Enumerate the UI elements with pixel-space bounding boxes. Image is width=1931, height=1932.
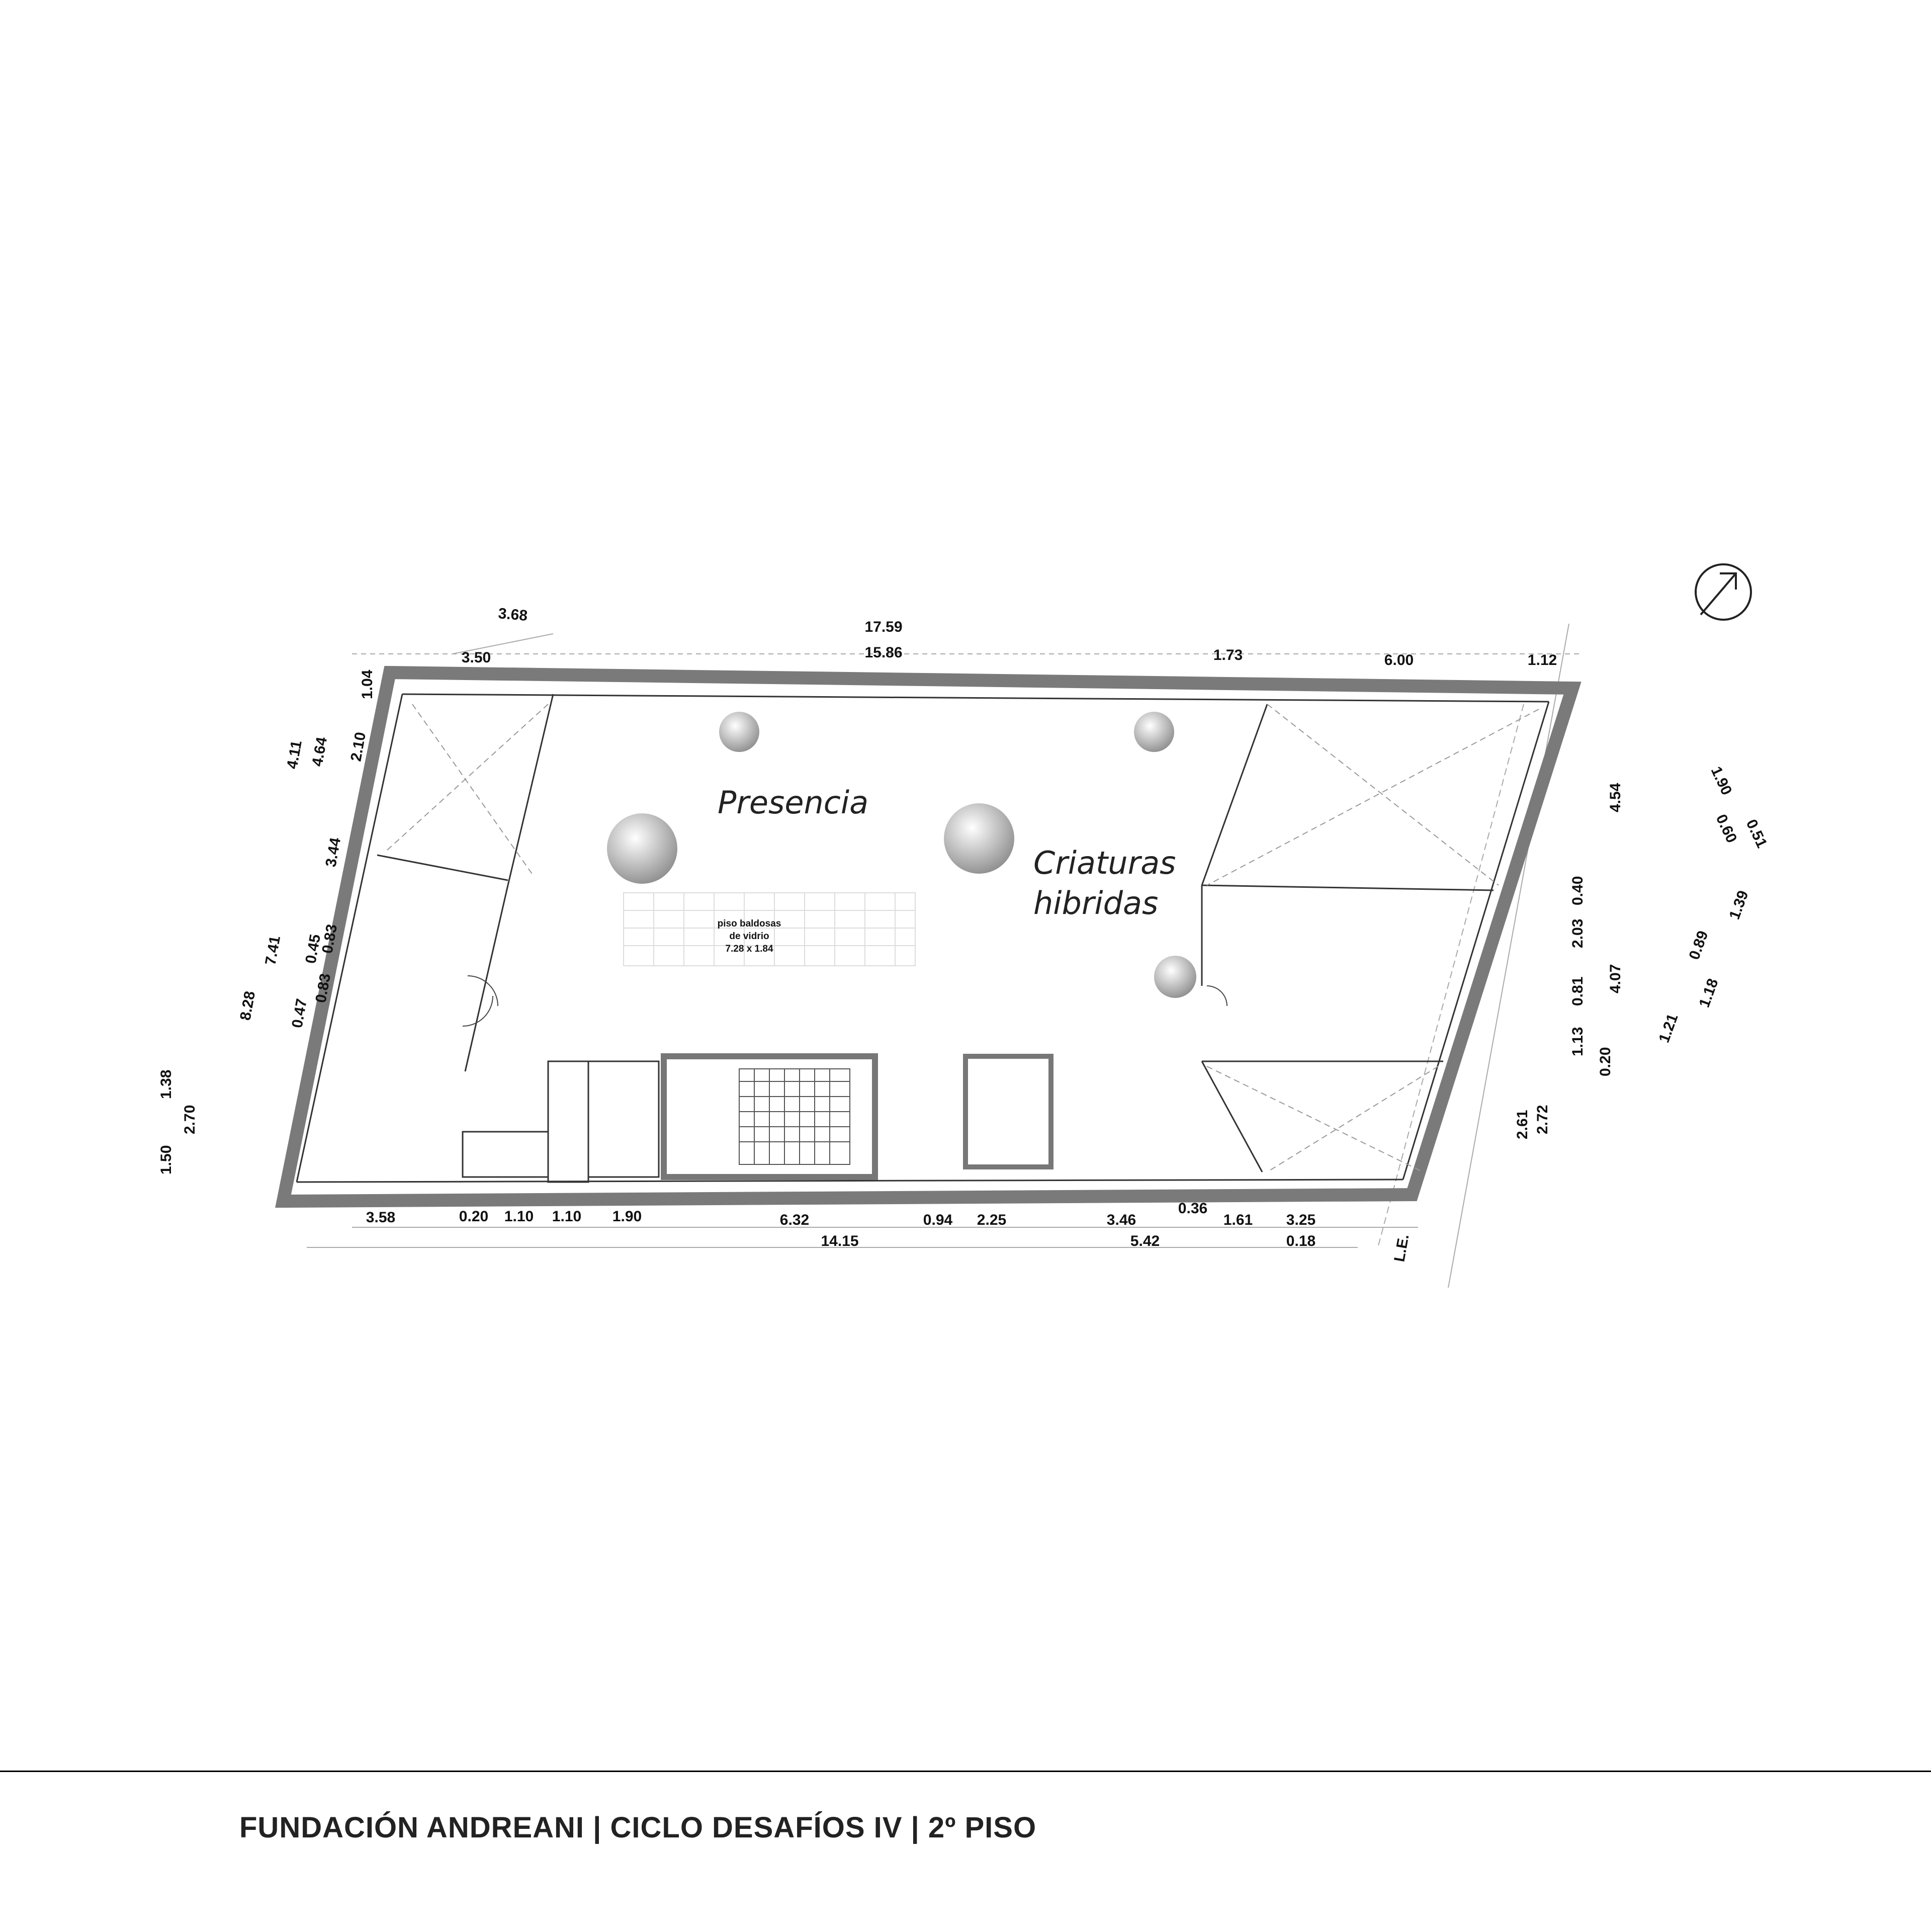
floor-note-line3: 7.28 x 1.84 (725, 944, 773, 954)
dim-right-3: 2.03 (1569, 919, 1586, 948)
dim-left-4: 4.11 (284, 739, 305, 771)
dim-right-7: 0.20 (1597, 1047, 1614, 1076)
room-label-criaturas-line2: hibridas (1033, 885, 1158, 921)
dim-bottom-11: 1.61 (1223, 1212, 1253, 1228)
dimensions-bottom: 3.58 0.20 1.10 1.10 1.90 6.32 0.94 2.25 … (366, 1200, 1315, 1249)
columns (607, 712, 1196, 998)
floor-note-line2: de vidrio (729, 931, 769, 942)
dim-far-right-4: 1.39 (1726, 888, 1752, 921)
dim-far-right-5: 0.89 (1686, 929, 1712, 962)
dim-bottom-7: 0.94 (923, 1212, 953, 1228)
dim-bottom-8: 2.25 (977, 1212, 1006, 1228)
void-markers (387, 704, 1539, 1172)
dim-top-3: 3.50 (462, 649, 491, 666)
dimensions-right: 4.54 0.40 2.03 4.07 1.13 0.81 0.20 2.61 … (1514, 783, 1624, 1139)
dim-top-4: 15.86 (864, 644, 902, 661)
column-1 (719, 712, 759, 752)
dimensions-top: 3.68 17.59 3.50 15.86 1.73 6.00 1.12 (462, 605, 1557, 668)
dim-right-6: 0.81 (1569, 977, 1586, 1006)
marker-le: L.E. (1391, 1233, 1412, 1263)
dim-bottom-1: 3.58 (366, 1209, 395, 1226)
column-5 (1154, 956, 1196, 998)
dim-left-11: 8.28 (237, 990, 258, 1022)
dim-bottom-2: 0.20 (459, 1208, 488, 1225)
dim-left-14: 1.50 (158, 1145, 174, 1174)
dim-left-1: 1.04 (359, 669, 376, 699)
dim-top-7: 1.12 (1528, 652, 1557, 668)
dim-bottom-5: 1.90 (612, 1208, 642, 1225)
dim-left-10: 7.41 (262, 935, 284, 966)
dim-left-12: 1.38 (158, 1070, 174, 1099)
dim-bottom-9: 3.46 (1107, 1212, 1136, 1228)
room-label-presencia: Presencia (718, 784, 868, 821)
page-title: FUNDACIÓN ANDREANI | CICLO DESAFÍOS IV |… (239, 1811, 1037, 1844)
dim-far-right-7: 1.21 (1656, 1012, 1682, 1045)
dim-right-1: 4.54 (1607, 783, 1624, 812)
glass-floor-grid (623, 892, 916, 966)
room-label-criaturas-line1: Criaturas (1033, 845, 1176, 881)
dim-bottom-14: 5.42 (1130, 1233, 1160, 1249)
dim-right-5: 1.13 (1569, 1027, 1586, 1056)
dim-right-4: 4.07 (1607, 964, 1624, 993)
dim-bottom-15: 0.18 (1286, 1233, 1315, 1249)
outer-wall (275, 665, 1582, 1208)
dim-left-9: 0.47 (289, 997, 310, 1029)
dim-far-right-6: 1.18 (1696, 976, 1722, 1010)
dim-left-13: 2.70 (182, 1105, 198, 1134)
dim-bottom-4: 1.10 (552, 1208, 581, 1225)
column-2 (1134, 712, 1174, 752)
dim-top-6: 6.00 (1384, 652, 1414, 668)
footer-divider (0, 1771, 1931, 1772)
north-arrow-icon (1695, 563, 1752, 621)
dim-left-3: 4.64 (309, 736, 330, 768)
dim-bottom-13: 14.15 (821, 1233, 858, 1249)
dim-bottom-10: 0.36 (1178, 1200, 1207, 1217)
column-4 (944, 803, 1014, 874)
dim-bottom-12: 3.25 (1286, 1212, 1315, 1228)
dim-right-9: 2.72 (1534, 1105, 1551, 1134)
floor-note-line1: piso baldosas (718, 918, 781, 929)
door-swings (462, 975, 1227, 1027)
dim-far-right-2: 0.60 (1713, 812, 1740, 846)
dim-bottom-3: 1.10 (504, 1208, 534, 1225)
dim-left-7: 0.45 (302, 933, 324, 965)
dim-far-right-1: 1.90 (1708, 764, 1735, 798)
dim-right-2: 0.40 (1569, 876, 1586, 905)
dim-top-5: 1.73 (1213, 647, 1243, 663)
dim-left-8: 0.83 (312, 972, 334, 1004)
dim-bottom-6: 6.32 (780, 1212, 809, 1228)
dim-top-1: 3.68 (497, 605, 528, 624)
guide-lines (307, 623, 1579, 1288)
staircase (739, 1068, 850, 1165)
dim-top-2: 17.59 (864, 619, 902, 635)
column-3 (607, 813, 677, 884)
dim-left-5: 3.44 (322, 836, 344, 869)
dim-far-right-3: 0.51 (1743, 817, 1771, 851)
dimensions-far-right: 1.90 0.60 0.51 1.39 0.89 1.18 1.21 (1656, 764, 1771, 1045)
dim-right-8: 2.61 (1514, 1110, 1531, 1139)
inner-walls (296, 693, 1550, 1183)
